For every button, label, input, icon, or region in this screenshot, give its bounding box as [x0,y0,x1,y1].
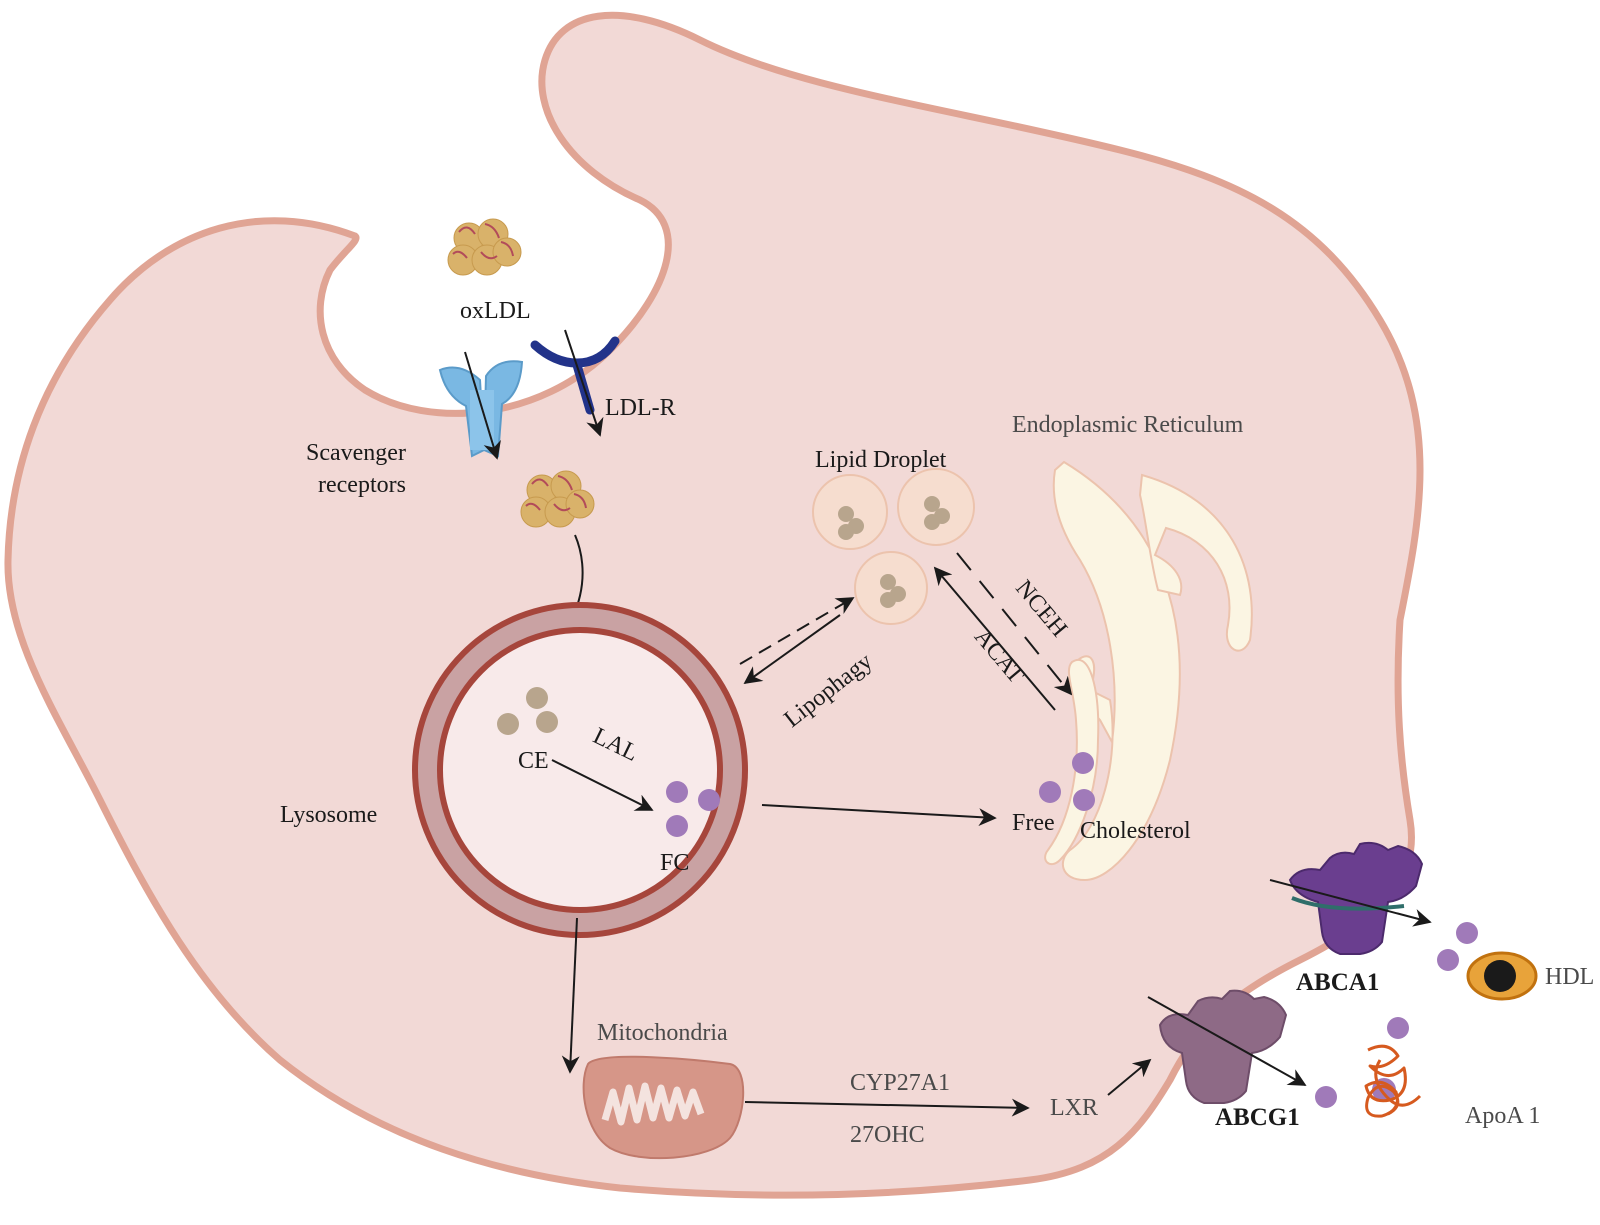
lysosome-icon [412,602,748,938]
oxldl-label: oxLDL [460,298,531,324]
er-free-cholesterol-dots [1039,752,1095,811]
abcg1-label: ABCG1 [1215,1104,1300,1131]
cyp27a1-label: CYP27A1 [850,1070,950,1096]
hdl-label: HDL [1545,964,1594,990]
lysosome-label: Lysosome [280,802,377,828]
abca1-label: ABCA1 [1296,969,1379,996]
lxr-label: LXR [1050,1095,1098,1121]
lipid-droplet-label: Lipid Droplet [815,447,947,473]
free-cholesterol-dots [666,781,720,837]
scavenger-receptor-icon [438,360,524,458]
cholesterol-label: Cholesterol [1080,818,1191,844]
cholesteryl-ester-dots [497,687,558,735]
free-label: Free [1012,810,1055,836]
mitochondria-icon [582,1055,745,1160]
abca1-transporter-icon [1288,841,1424,955]
apoa1-icon [1364,1044,1422,1118]
apoa1-label: ApoA 1 [1465,1103,1540,1129]
efflux-cholesterol-dots-abcg1 [1315,1017,1409,1108]
hdl-particle-icon [1466,951,1538,1001]
scavenger-label-line1: Scavenger [306,440,406,466]
abcg1-transporter-icon [1158,989,1288,1104]
endoplasmic-reticulum-icon [1044,460,1253,882]
er-label: Endoplasmic Reticulum [1012,412,1244,438]
acat-arrow [933,566,1056,711]
lal-arrow [551,759,654,811]
lipid-droplet-icon [812,468,975,625]
lysosome-to-er-arrow [761,804,997,827]
abcg1-efflux-arrow [1147,996,1307,1086]
lipophagy-arrow [743,614,841,685]
mito-to-lxr-arrow [744,1098,1030,1117]
mitochondria-label: Mitochondria [597,1020,728,1046]
scavenger-label-line2: receptors [318,472,406,498]
oxldl-particle-icon [447,218,522,276]
ldlr-label: LDL-R [605,395,676,421]
cell-membrane [4,11,1424,1199]
lxr-activation-arrow [1107,1058,1152,1096]
27ohc-label: 27OHC [850,1122,925,1148]
efflux-cholesterol-dots-abca1 [1437,922,1478,971]
ce-label: CE [518,748,549,774]
fc-label: FC [660,850,689,876]
nceh-dashed-arrow [956,552,1073,696]
scavenger-uptake-arrow [464,351,501,460]
lysosome-to-mito-arrow [561,917,580,1074]
abca1-efflux-arrow [1269,879,1432,927]
ldlr-uptake-arrow [564,329,604,437]
